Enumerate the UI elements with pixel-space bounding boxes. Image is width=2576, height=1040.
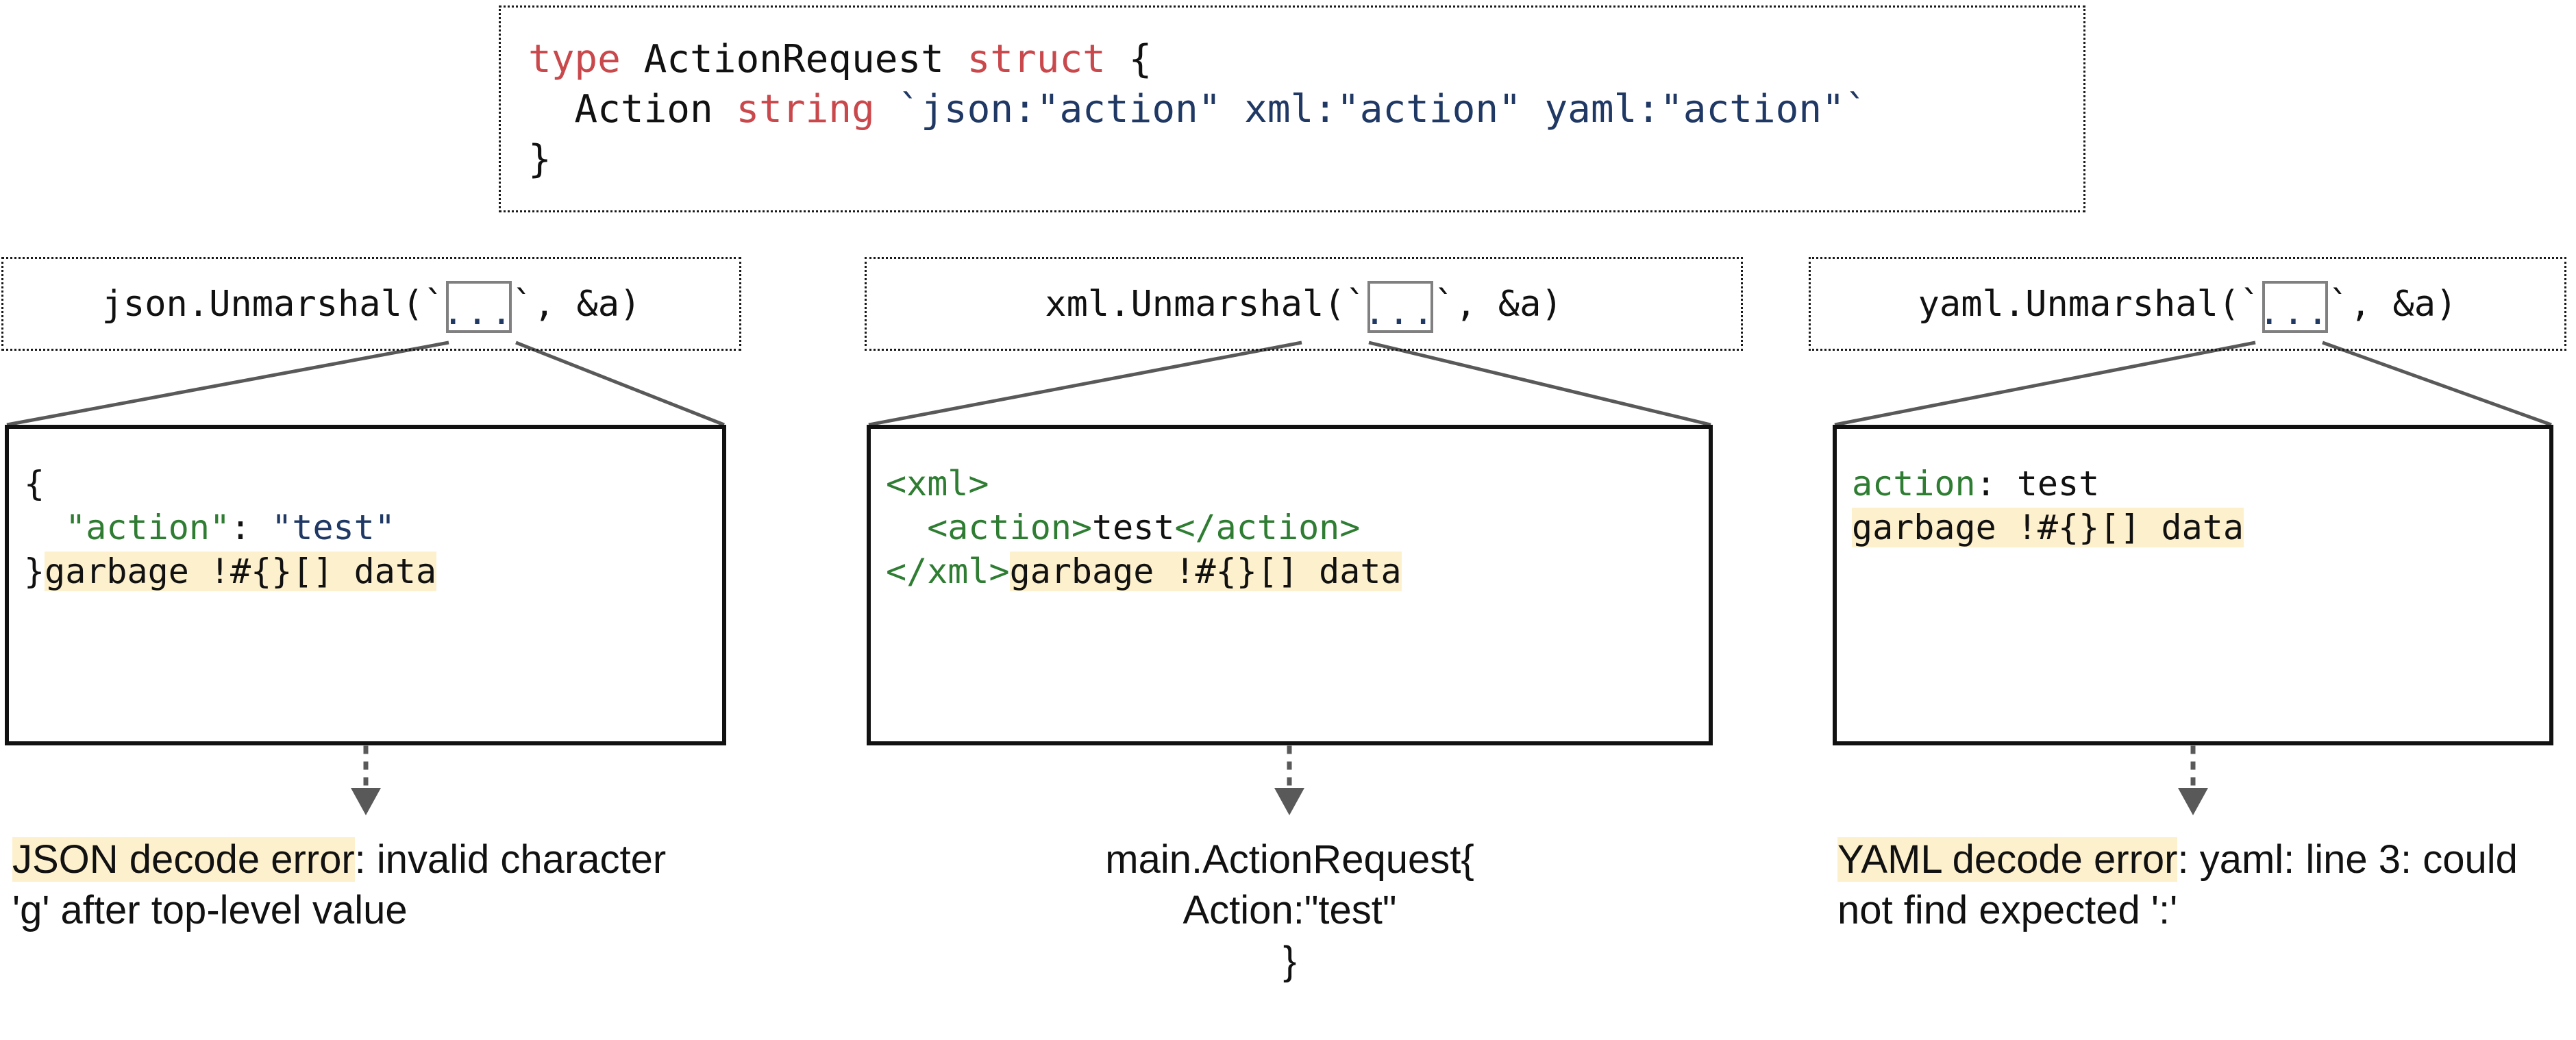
payload-token: action: [1852, 464, 1976, 504]
garbage-highlight: garbage !#{}[] data: [45, 552, 437, 591]
code-token: ActionRequest: [643, 36, 967, 82]
result-line: JSON decode error: invalid character 'g'…: [12, 834, 711, 936]
error-label-highlight: YAML decode error: [1837, 837, 2178, 882]
call-prefix-yaml: yaml.Unmarshal(`: [1918, 283, 2262, 325]
payload-token: "action": [24, 508, 231, 547]
result-token: Action:"test": [1182, 888, 1397, 932]
payload-line: "action": "test": [24, 506, 722, 549]
code-token: struct: [967, 36, 1129, 82]
payload-token: </action>: [1174, 508, 1361, 547]
payload-token: test: [1092, 508, 1175, 547]
result-token: }: [1283, 939, 1297, 983]
result-token: : yaml: line 3: could not find expected …: [1837, 837, 2518, 932]
payload-line: action: test: [1852, 462, 2549, 506]
unmarshal-call-text-xml: xml.Unmarshal(`...`, &a): [1045, 278, 1563, 333]
zoom-lines-json: [6, 341, 725, 427]
ellipsis-placeholder-xml: ...: [1364, 280, 1434, 333]
code-token: {: [1128, 36, 1152, 82]
result-token: : invalid character 'g' after top-level …: [12, 837, 667, 932]
unmarshal-call-box-json: json.Unmarshal(`...`, &a): [1, 257, 741, 351]
payload-line: garbage !#{}[] data: [1852, 506, 2549, 549]
code-token: type: [528, 36, 644, 82]
zoom-lines-xml: [868, 341, 1711, 427]
payload-token: <action>: [886, 508, 1093, 547]
result-line: Action:"test": [867, 885, 1713, 936]
result-line: main.ActionRequest{: [867, 834, 1713, 885]
result-line: YAML decode error: yaml: line 3: could n…: [1837, 834, 2564, 936]
unmarshal-call-text-json: json.Unmarshal(`...`, &a): [101, 278, 641, 333]
ellipsis-dots-json: ...: [442, 291, 515, 333]
payload-line: <xml>: [886, 462, 1709, 506]
ellipsis-dots-xml: ...: [1363, 291, 1437, 333]
result-line: }: [867, 936, 1713, 987]
ellipsis-dots-yaml: ...: [2258, 291, 2331, 333]
ellipsis-placeholder-json: ...: [442, 280, 515, 333]
code-token: }: [528, 136, 552, 182]
result-text-json: JSON decode error: invalid character 'g'…: [12, 834, 711, 936]
call-prefix-json: json.Unmarshal(`: [101, 283, 445, 325]
error-label-highlight: JSON decode error: [12, 837, 355, 882]
payload-box-json: { "action": "test"}garbage !#{}[] data: [5, 425, 726, 745]
call-prefix-xml: xml.Unmarshal(`: [1045, 283, 1367, 325]
payload-token: : test: [1975, 464, 2100, 504]
struct-code-line: }: [528, 134, 2083, 184]
arrow-json: [351, 745, 381, 815]
payload-token: "test": [271, 508, 395, 547]
code-token: Action: [528, 86, 736, 132]
call-suffix-xml: `, &a): [1433, 283, 1563, 325]
arrow-yaml: [2178, 745, 2208, 815]
payload-token: :: [230, 508, 272, 547]
call-suffix-yaml: `, &a): [2328, 283, 2457, 325]
payload-line: }garbage !#{}[] data: [24, 549, 722, 593]
result-text-yaml: YAML decode error: yaml: line 3: could n…: [1837, 834, 2564, 936]
arrow-xml: [1274, 745, 1304, 815]
call-suffix-json: `, &a): [512, 283, 641, 325]
result-text-xml: main.ActionRequest{ Action:"test"}: [867, 834, 1713, 987]
payload-token: </xml>: [886, 552, 1010, 591]
payload-line: <action>test</action>: [886, 506, 1709, 549]
code-token: string: [736, 86, 898, 132]
struct-definition-box: type ActionRequest struct { Action strin…: [499, 5, 2085, 212]
garbage-highlight: garbage !#{}[] data: [1009, 552, 1402, 591]
garbage-highlight: garbage !#{}[] data: [1852, 508, 2244, 547]
payload-token: }: [24, 552, 45, 591]
struct-code-line: type ActionRequest struct {: [528, 34, 2083, 84]
ellipsis-placeholder-yaml: ...: [2258, 280, 2331, 333]
payload-token: {: [24, 464, 45, 504]
unmarshal-call-box-xml: xml.Unmarshal(`...`, &a): [865, 257, 1743, 351]
unmarshal-call-text-yaml: yaml.Unmarshal(`...`, &a): [1918, 278, 2457, 333]
code-token: `json:"action" xml:"action" yaml:"action…: [897, 86, 1868, 132]
struct-code-text: type ActionRequest struct { Action strin…: [501, 34, 2083, 184]
zoom-lines-yaml: [1834, 341, 2552, 427]
payload-line: {: [24, 462, 722, 506]
struct-code-line: Action string `json:"action" xml:"action…: [528, 84, 2083, 134]
unmarshal-call-box-yaml: yaml.Unmarshal(`...`, &a): [1809, 257, 2566, 351]
payload-line: </xml>garbage !#{}[] data: [886, 549, 1709, 593]
result-token: main.ActionRequest{: [1105, 837, 1474, 882]
payload-box-xml: <xml> <action>test</action></xml>garbage…: [867, 425, 1713, 745]
payload-token: <xml>: [886, 464, 989, 504]
